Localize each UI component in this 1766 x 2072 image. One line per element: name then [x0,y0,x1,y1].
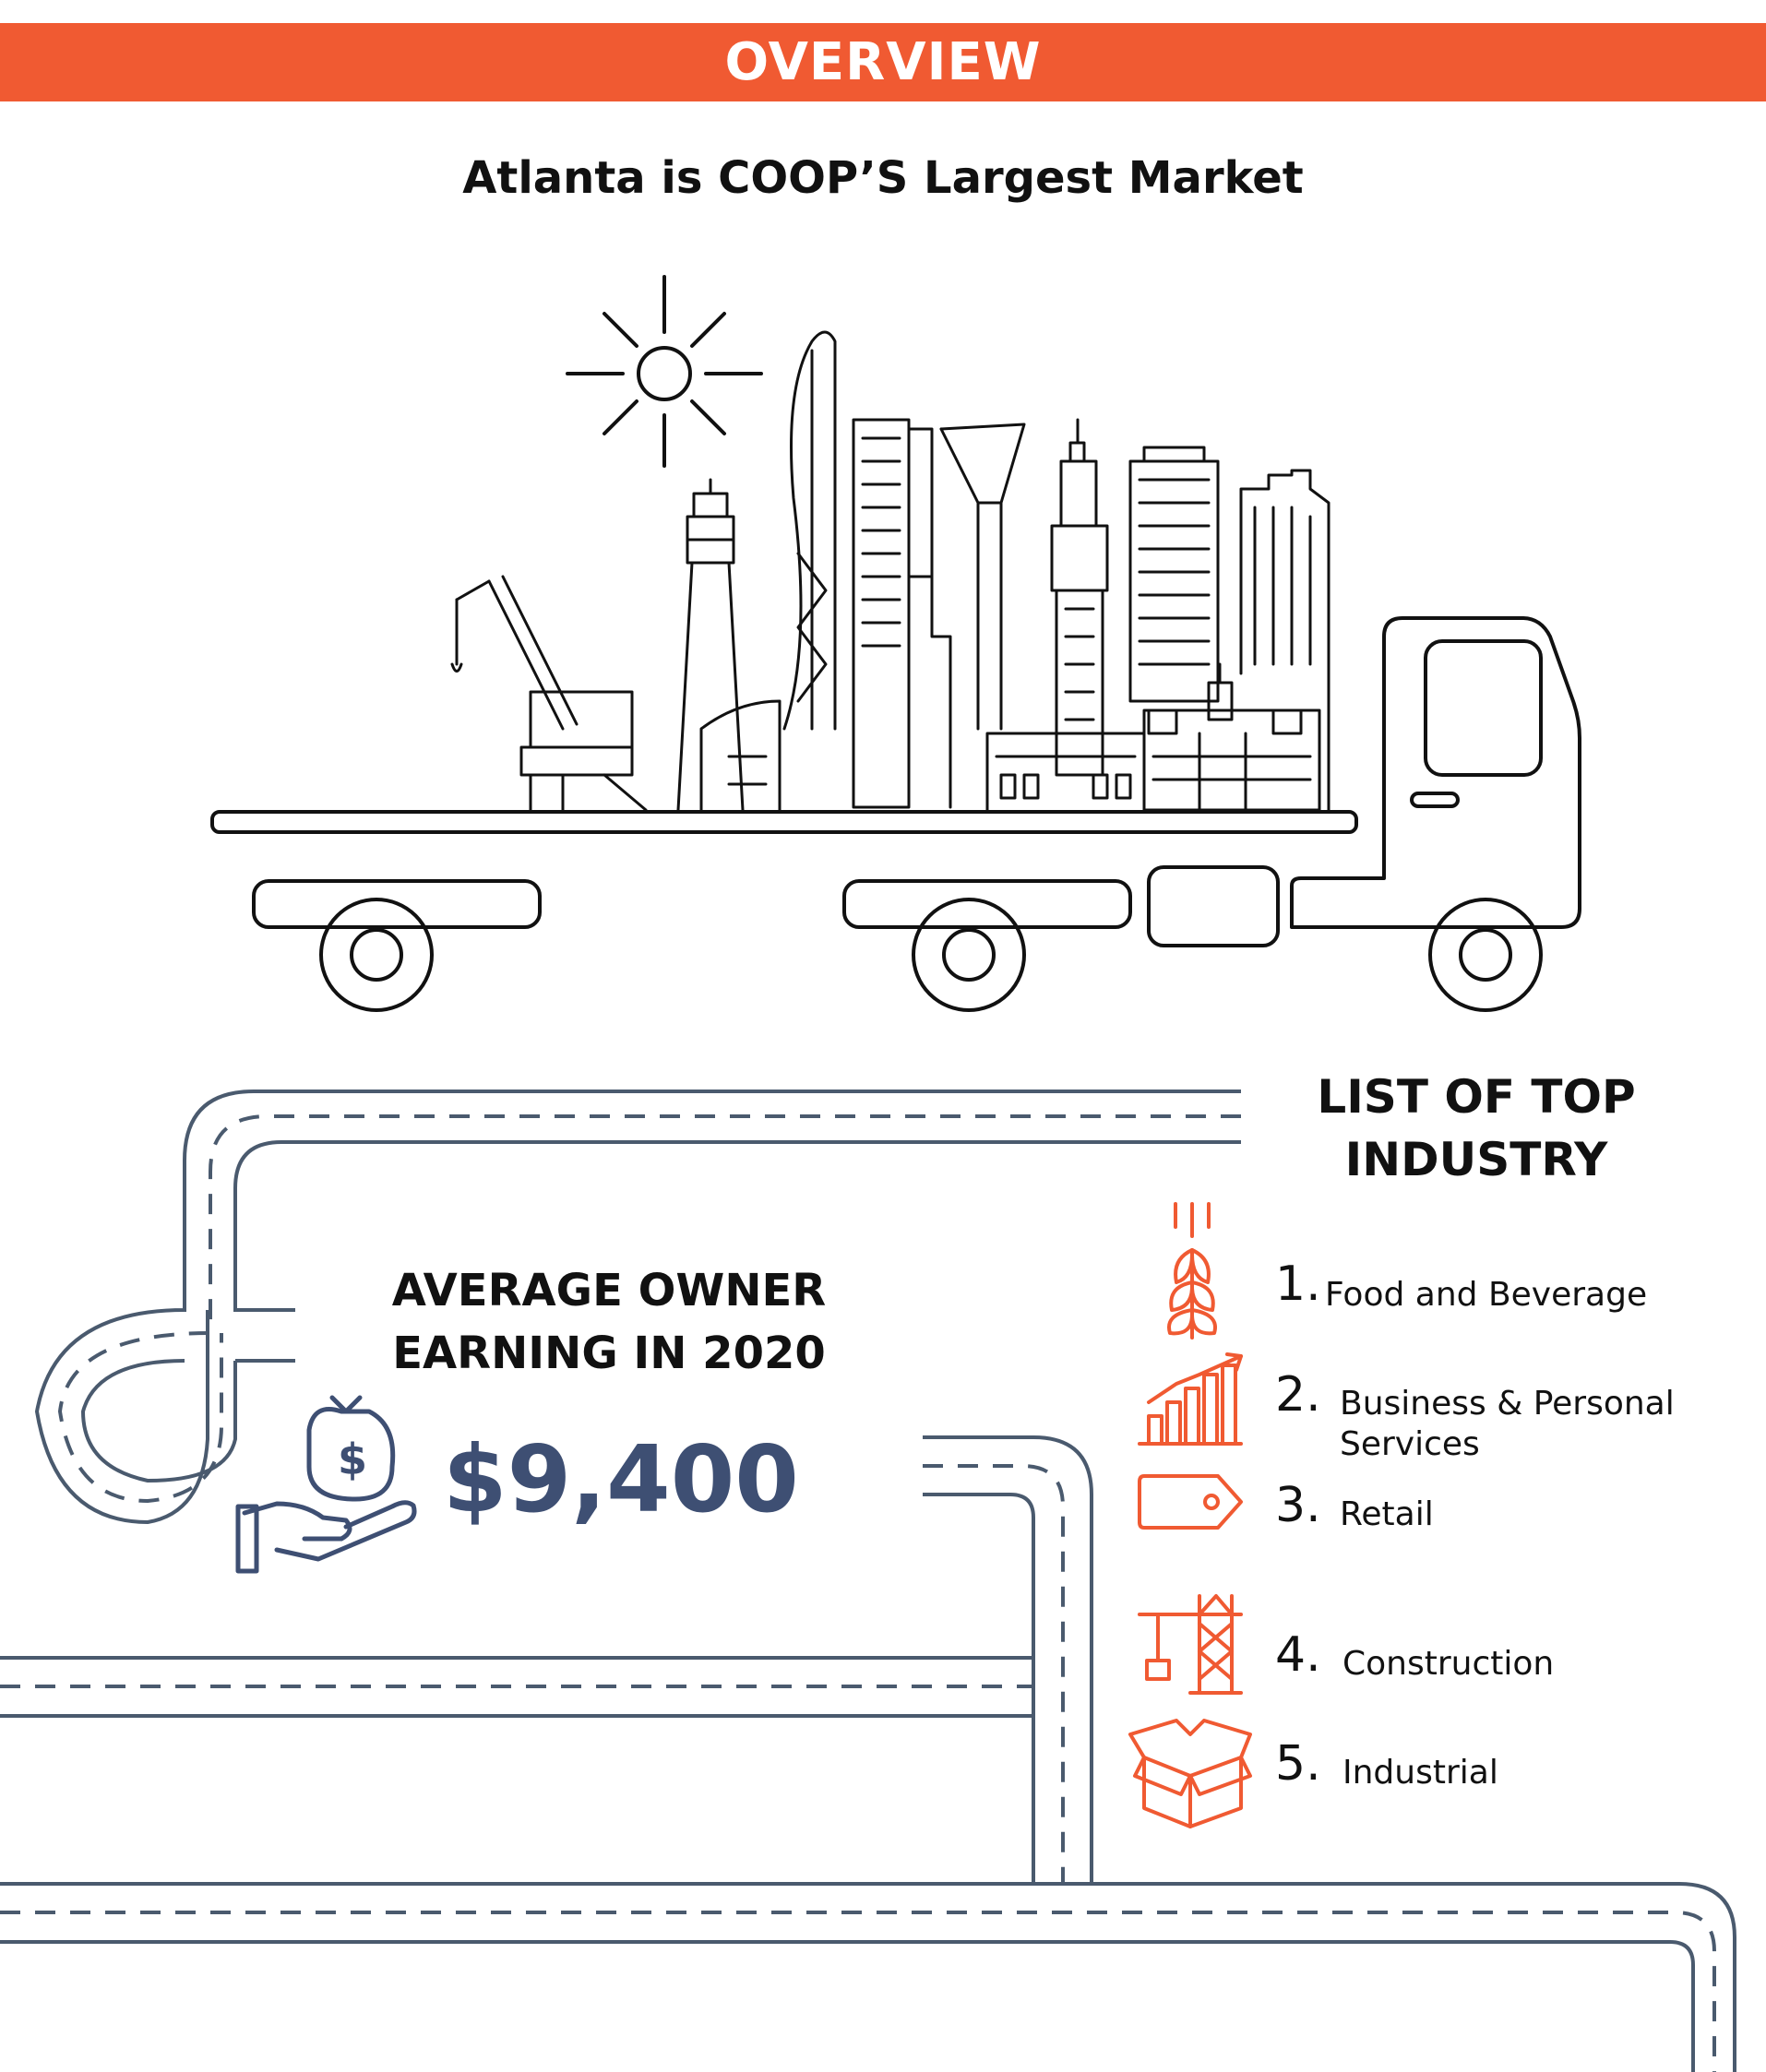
industry-number: 1. [1275,1256,1321,1312]
open-box-icon [1128,1719,1252,1828]
earnings-value: $9,400 [443,1425,799,1533]
page-title: Atlanta is COOP’S Largest Market [462,152,1304,204]
industry-label: Retail [1340,1495,1434,1533]
tower-crane-icon [1138,1594,1243,1695]
freedom-tower-icon [985,418,1146,814]
industry-number: 5. [1275,1736,1321,1792]
industry-label: Business & Personal [1340,1385,1675,1423]
industry-heading-line1: LIST OF TOP [1317,1070,1636,1124]
industry-number: 4. [1275,1627,1321,1683]
industry-label: Construction [1342,1645,1555,1683]
industry-label-line2: Services [1340,1425,1480,1463]
sun-icon [566,275,763,468]
earnings-heading-line2: EARNING IN 2020 [392,1328,826,1379]
svg-text:$: $ [338,1435,367,1484]
industry-number: 3. [1275,1478,1321,1533]
industry-label: Food and Beverage [1325,1276,1648,1314]
earnings-heading-line1: AVERAGE OWNER [391,1265,827,1316]
price-tag-icon [1138,1474,1243,1530]
overview-banner: OVERVIEW [0,23,1766,101]
skyscraper-icon [782,330,837,731]
factory-icon [1142,662,1321,812]
money-bag-hand-icon: $ [235,1395,417,1574]
industry-number: 2. [1275,1367,1321,1423]
bar-chart-growth-icon [1138,1352,1243,1446]
industry-heading-line2: INDUSTRY [1344,1133,1608,1186]
road-paths [0,1090,1736,2072]
lighthouse-icon [676,478,745,812]
industry-label: Industrial [1342,1754,1498,1792]
wheat-icon [1167,1202,1217,1340]
harbor-crane-icon [450,575,648,812]
industry-list-heading: LIST OF TOP INDUSTRY [1273,1066,1679,1191]
banner-title: OVERVIEW [724,32,1042,92]
truck-icon [210,616,1581,1012]
earnings-heading: AVERAGE OWNER EARNING IN 2020 [341,1259,877,1385]
